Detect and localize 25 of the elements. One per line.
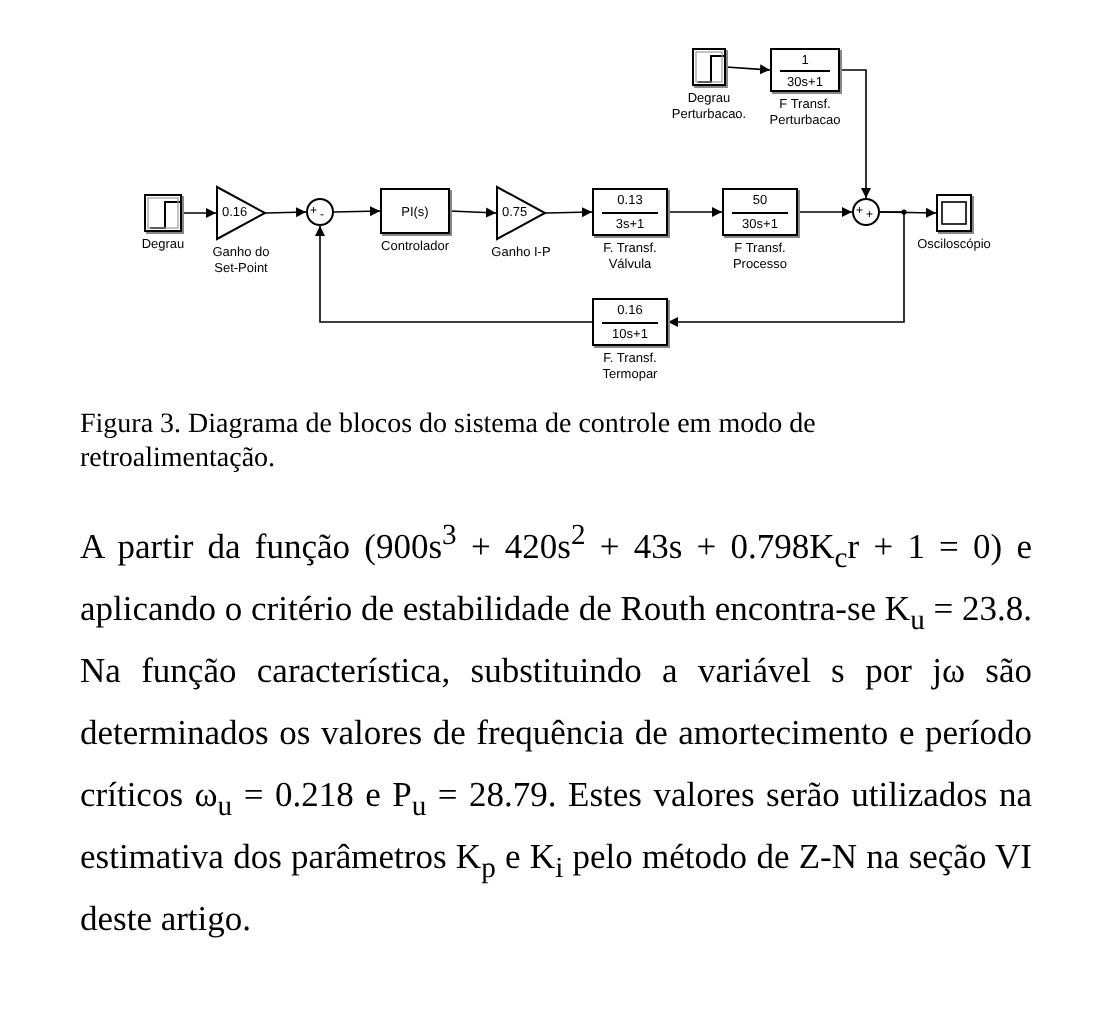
arrow	[333, 206, 381, 217]
arrow	[839, 69, 871, 199]
arrow	[265, 207, 307, 218]
transfer-function-block	[722, 188, 798, 236]
transfer-function-block	[770, 48, 840, 92]
arrow	[315, 225, 593, 323]
sum-junction	[306, 198, 334, 226]
arrow	[667, 207, 723, 217]
step-block	[692, 48, 726, 86]
gain-triangle	[496, 186, 546, 240]
arrow	[725, 64, 771, 75]
scope-block	[936, 194, 972, 232]
transfer-function-block	[592, 188, 668, 236]
step-block	[144, 194, 182, 232]
arrow	[449, 207, 497, 218]
arrow	[545, 207, 593, 218]
figure-caption: Figura 3. Diagrama de blocos do sistema de controle em modo de retroalimentação.	[80, 408, 818, 476]
sum-junction	[852, 198, 880, 226]
body-paragraph: A partir da função (900s$^{3}$ + 420s$^{2}$ + 43s + 0.798K$_{c}$r + 1 = 0) e aplicando o critério de estabilidade de Routh encontra-se K$_{u}$ = 23.8. Na função característica, substituindo a variável s por jω são determinados os valores de frequência de amortecimento e período críticos ω$_{u}$ = 0.218 e P$_{u}$ = 28.79. Estes valores serão utilizados na estimativa dos parâmetros K$_{p}$ e K$_{i}$ pelo método de Z-N na seção VI deste artigo.	[80, 518, 1032, 942]
gain-triangle	[216, 186, 266, 240]
arrow	[797, 207, 853, 217]
transfer-function-block	[592, 298, 668, 346]
controller-block	[380, 188, 450, 234]
arrow	[181, 208, 217, 218]
arrow	[667, 211, 905, 327]
